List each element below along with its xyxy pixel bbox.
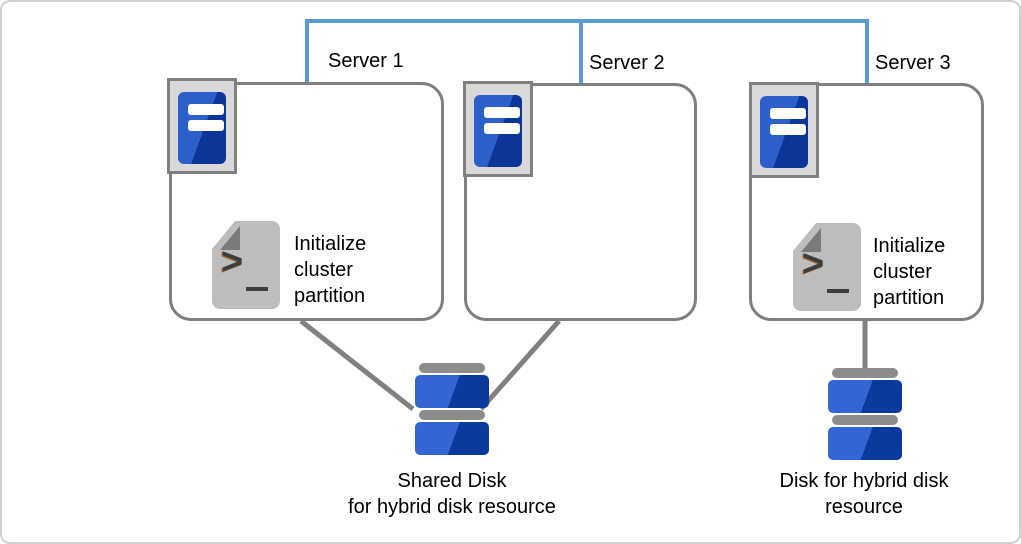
server-tower-body [760,96,808,168]
server2-node [464,83,697,321]
server1-script-caption: Initialize cluster partition [294,233,367,307]
script-page [793,223,861,311]
server3-script-caption: Initialize cluster partition [873,235,946,309]
shell-cursor-icon [827,289,849,293]
disk-cap [419,363,485,373]
server-tower-body [474,95,522,167]
shared-disk-icon [415,363,489,455]
server-slot [188,104,224,115]
disk-platter [415,375,489,408]
hybrid-disk-label: Disk for hybrid disk resource [779,470,949,518]
disk-platter [828,380,902,413]
shell-cursor-icon [246,287,268,291]
shell-prompt-icon: > [221,241,244,283]
server-slot [188,120,224,131]
disk-platter [415,422,489,455]
server-slot [770,108,806,119]
network-connector-line [305,19,869,88]
shell-prompt-icon: > [802,243,825,285]
server-tower-icon [749,82,819,178]
server-slot [770,124,806,135]
server-tower-icon [463,81,533,177]
script-page [212,221,280,309]
server3-label: Server 3 [875,52,951,74]
server-slot [484,107,520,118]
disk-cap [832,415,898,425]
disk-cap [832,368,898,378]
hybrid-disk-icon [828,368,902,460]
server2-label: Server 2 [589,52,665,74]
script-document-icon: > [793,223,861,311]
server1-label: Server 1 [328,50,404,72]
server-tower-icon [167,78,237,174]
server-tower-body [178,92,226,164]
server2-to-shared-disk-line [479,319,561,411]
server-slot [484,123,520,134]
disk-platter [828,427,902,460]
shared-disk-label: Shared Disk for hybrid disk resource [348,470,556,518]
script-document-icon: > [212,221,280,309]
disk-cap [419,410,485,420]
server1-to-shared-disk-line [299,319,415,411]
